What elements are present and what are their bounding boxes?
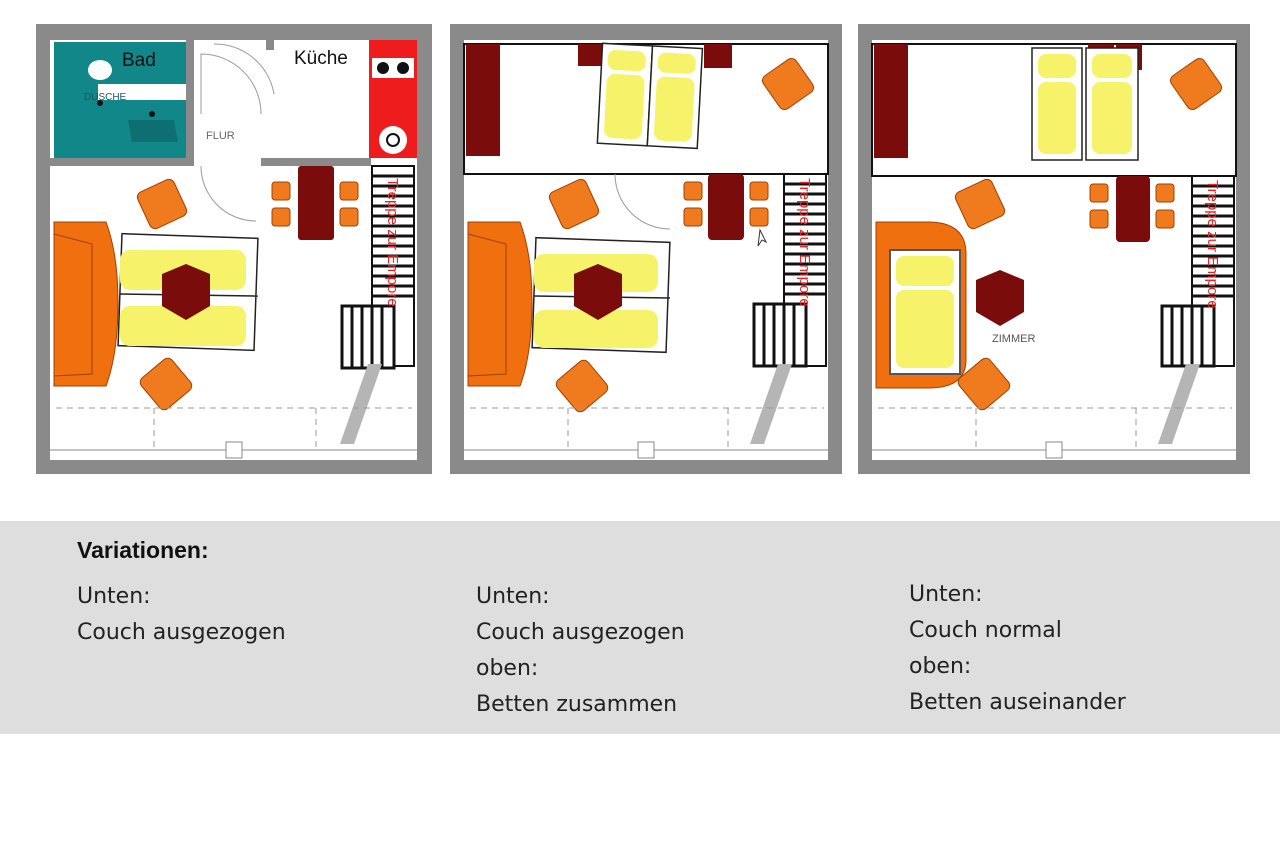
- shower-label: DUSCHE: [84, 92, 127, 103]
- bed-mattress: [1038, 82, 1076, 154]
- armchair: [954, 178, 1006, 230]
- wardrobe: [874, 44, 908, 158]
- chair-icon: [683, 181, 703, 201]
- stair-label: Treppe zur Empore: [1204, 180, 1221, 309]
- dining-table: [708, 174, 744, 240]
- couch: [467, 221, 533, 387]
- door-arc: [200, 165, 257, 222]
- ladder: [1158, 364, 1200, 444]
- door-sill: [637, 441, 655, 459]
- bed-mattress: [604, 74, 645, 140]
- hallway-label: FLUR: [206, 130, 235, 142]
- sink-icon: [128, 120, 178, 142]
- variant-line: Betten zusammen: [476, 692, 678, 717]
- caption-band: Variationen: Unten: Couch ausgezogen Unt…: [0, 521, 1280, 734]
- door-arc: [213, 43, 275, 95]
- bath-label: Bad: [122, 50, 156, 71]
- coffee-table: [162, 264, 210, 320]
- variant-line: oben:: [909, 654, 972, 679]
- variant-description-3: Unten: Couch normal oben: Betten auseina…: [909, 577, 1126, 721]
- floor-plan-variant-3: Treppe zur Empore ZIMMER: [858, 24, 1250, 476]
- room-label: ZIMMER: [992, 333, 1035, 345]
- bed-mattress: [1092, 82, 1132, 154]
- door-arc: [614, 173, 671, 230]
- bed-mattress: [896, 290, 954, 368]
- wall-left: [450, 24, 464, 474]
- door-sill: [225, 441, 243, 459]
- armchair: [762, 58, 814, 110]
- wall-bottom: [858, 460, 1250, 474]
- chair-icon: [749, 207, 769, 227]
- wall-bath-side: [186, 40, 194, 166]
- armchair: [1170, 58, 1222, 110]
- wall-right: [828, 24, 842, 474]
- chair-icon: [1089, 209, 1109, 229]
- armchair: [548, 178, 600, 230]
- kitchen-sink-icon: [379, 126, 407, 154]
- armchair: [555, 359, 609, 413]
- stair-label: Treppe zur Empore: [796, 178, 813, 307]
- bed-mattress: [653, 76, 695, 142]
- coffee-table: [976, 270, 1024, 326]
- wall-top: [36, 24, 432, 40]
- floor-plan-variant-1: DUSCHE Bad FLUR Küche Treppe zur Empore: [36, 24, 432, 476]
- floor-plan-variant-2: Treppe zur Empore: [450, 24, 842, 476]
- ladder: [750, 364, 792, 444]
- bed-mattress: [534, 310, 658, 348]
- armchair: [136, 178, 188, 230]
- dining-table: [1116, 176, 1150, 242]
- wall-bath-bottom: [50, 158, 190, 166]
- variant-line: Unten:: [476, 584, 550, 609]
- toilet-icon: [88, 60, 112, 80]
- armchair: [957, 357, 1011, 411]
- variant-line: Couch ausgezogen: [476, 620, 685, 645]
- nightstand: [704, 44, 732, 68]
- wall-kitchen-bottom: [261, 158, 371, 166]
- coffee-table: [574, 264, 622, 320]
- wall-top: [858, 24, 1250, 40]
- ladder: [340, 364, 382, 444]
- bed-mattress: [120, 306, 246, 346]
- wall-left: [36, 24, 50, 474]
- chair-icon: [339, 181, 359, 201]
- chair-icon: [749, 181, 769, 201]
- wall-right: [417, 24, 432, 474]
- kitchen-label: Küche: [294, 48, 348, 69]
- variant-line: Betten auseinander: [909, 690, 1126, 715]
- chair-icon: [1155, 209, 1175, 229]
- variant-line: Couch normal: [909, 618, 1062, 643]
- variant-line: Unten:: [77, 584, 151, 609]
- stair-label: Treppe zur Empore: [384, 178, 401, 307]
- chair-icon: [1155, 183, 1175, 203]
- variations-heading: Variationen:: [77, 537, 209, 563]
- chair-icon: [683, 207, 703, 227]
- door-arc: [200, 53, 262, 115]
- variant-line: Couch ausgezogen: [77, 620, 286, 645]
- variant-line: oben:: [476, 656, 539, 681]
- chair-icon: [1089, 183, 1109, 203]
- wall-left: [858, 24, 872, 474]
- wall-right: [1236, 24, 1250, 474]
- variant-description-2: Unten: Couch ausgezogen oben: Betten zus…: [476, 579, 685, 723]
- wall-top: [450, 24, 842, 40]
- variant-line: Unten:: [909, 582, 983, 607]
- cursor-icon: [757, 228, 768, 247]
- wall-bottom: [450, 460, 842, 474]
- chair-icon: [271, 207, 291, 227]
- armchair: [139, 357, 193, 411]
- variant-description-1: Unten: Couch ausgezogen: [77, 579, 286, 651]
- wardrobe: [466, 44, 500, 156]
- door-sill: [1045, 441, 1063, 459]
- couch: [53, 221, 119, 387]
- wall-bottom: [36, 460, 432, 474]
- nightstand: [578, 44, 606, 66]
- chair-icon: [271, 181, 291, 201]
- dining-table: [298, 166, 334, 240]
- chair-icon: [339, 207, 359, 227]
